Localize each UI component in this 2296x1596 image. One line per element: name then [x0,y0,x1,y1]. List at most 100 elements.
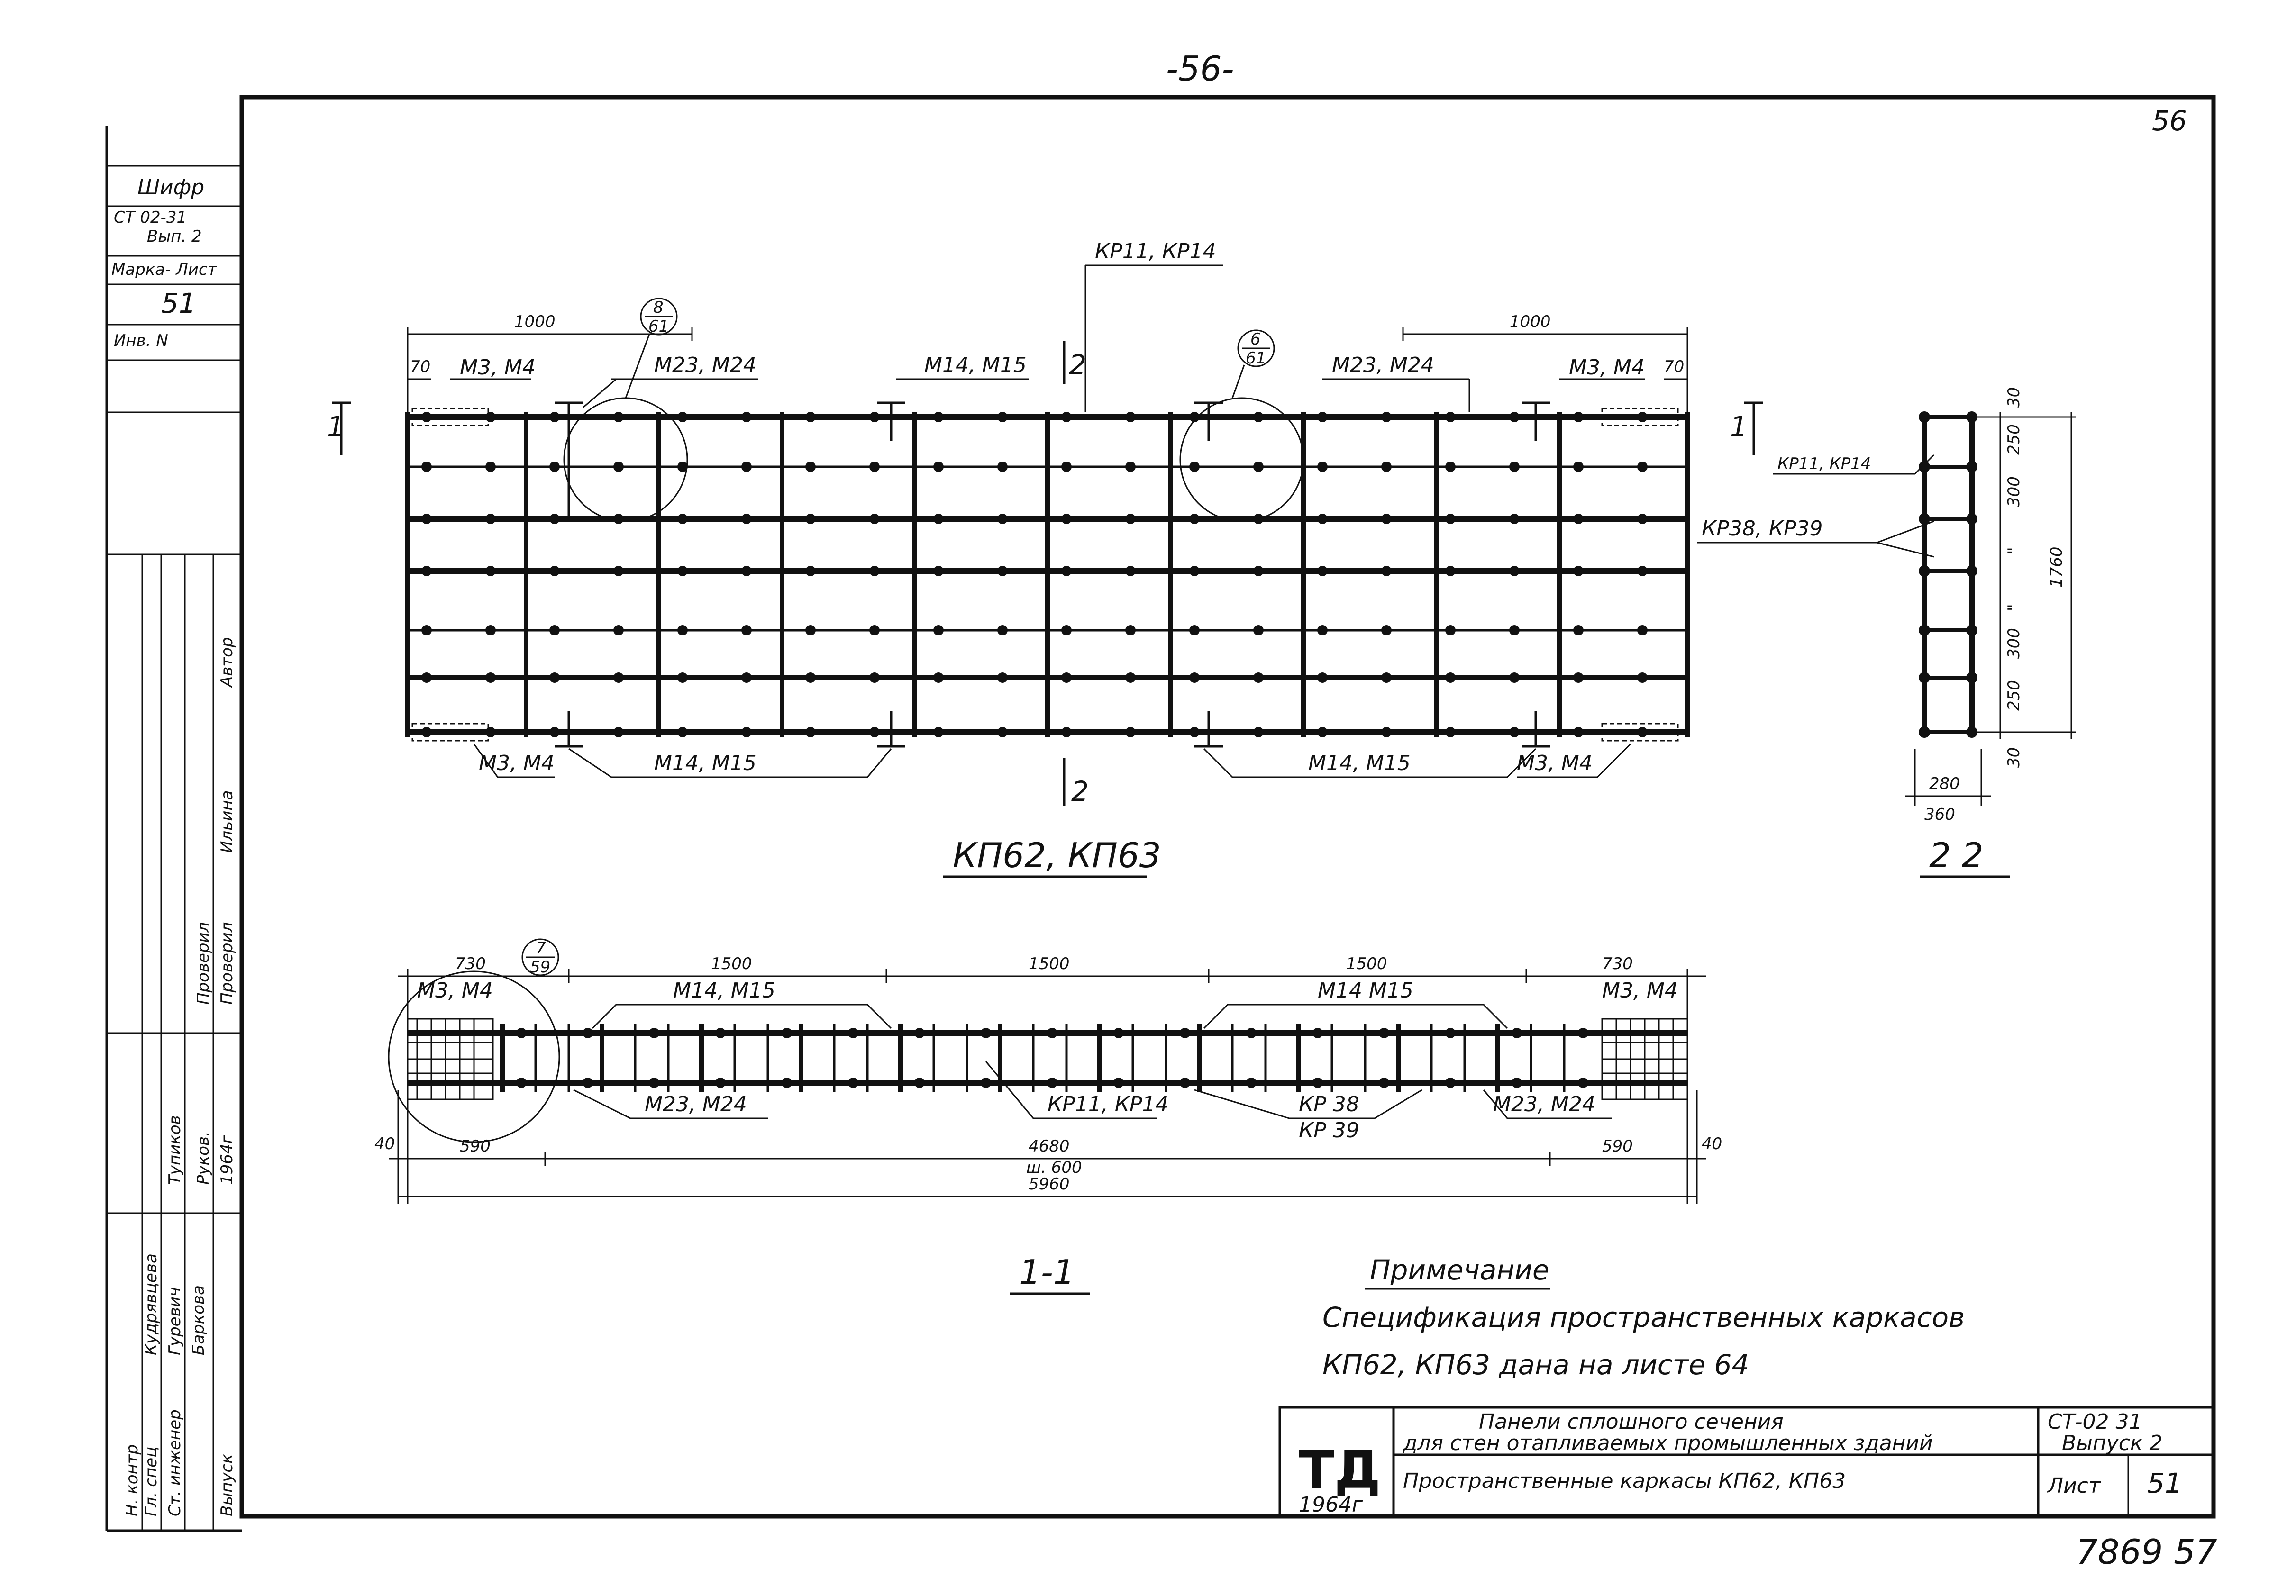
bar-node [1966,565,1977,577]
embed-plate-tl [411,408,489,426]
bar-node [677,462,688,472]
section-label-bottom: 2 [1071,775,1089,807]
bar-node [1381,672,1392,683]
bar-node [741,412,752,422]
t-embed-5 [555,711,583,748]
stamp-shifr-label: Шифр [137,175,204,200]
bar-node [1061,672,1072,683]
title-line-2: для стен отапливаемых промышленных здани… [1403,1431,1933,1455]
bar-node [1573,412,1584,422]
bar-node [848,1078,858,1088]
stamp-sheet-no: 51 [161,287,196,319]
label-m14m15-br: М14, М15 [1308,751,1411,775]
bar-node [1312,1028,1323,1038]
title-block: ТД 1964г Панели сплошного сечения для ст… [1278,1406,2215,1518]
sheet-frame [239,95,2216,1519]
stamp-name-2: Тупиков [165,1115,184,1185]
bar-node [677,412,688,422]
bar-node [933,412,944,422]
bar-node [869,566,880,576]
sec1-label-kr11: КР11, КР14 [1048,1092,1169,1116]
bar-node [1445,514,1456,524]
bar-node [1573,514,1584,524]
bar-node [1381,566,1392,576]
bar-node [485,672,496,683]
bar-node [914,1028,925,1038]
bar-node [549,625,560,635]
bar-node [1125,625,1136,635]
sec2-dim-total: 1760 [2047,546,2066,588]
bar-node [1512,1028,1522,1038]
bar-node [1919,411,1930,423]
bar-node [741,727,752,737]
sec1-dim-40-right: 40 [1702,1134,1722,1153]
bar-node [1637,727,1648,737]
bar-node [1125,672,1136,683]
embed-plate-bl [411,723,489,742]
bar-node [1317,672,1328,683]
bar-node [741,672,752,683]
stamp-name-4: Кудрявцева [142,1253,161,1355]
bar-node [583,1078,593,1088]
sec1-label-m14m15-r: М14 М15 [1318,979,1413,1003]
bar-node [997,672,1008,683]
sec1-dim-5960: 5960 [1029,1175,1070,1194]
bar-node [869,514,880,524]
bar-node [1125,727,1136,737]
sec2-dim-2: 250 [2004,424,2023,455]
bar-node [516,1078,527,1088]
bar-node [1509,727,1520,737]
stamp-role-7: Ст. инженер [165,1409,184,1516]
bar-node [1578,1078,1588,1088]
bar-node [1509,412,1520,422]
page-number-top: -56- [1166,49,1234,89]
bar-node [1381,727,1392,737]
plan-vertical-bars [405,412,1690,737]
stamp-name-5: Гуревич [165,1287,184,1355]
bar-node [1637,566,1648,576]
bar-node [1317,566,1328,576]
embed-plate-tr [1601,408,1679,426]
dim-70-right: 70 [1664,357,1684,376]
bar-node [1966,461,1977,472]
bar-node [1966,513,1977,525]
bar-node [1445,566,1456,576]
end-mesh-left [407,1018,494,1100]
stamp-name-1: Ильина [218,790,237,853]
dim-70-left: 70 [410,357,430,376]
sec1-dim-1500-3: 1500 [1346,954,1387,973]
bar-node [1189,566,1200,576]
bar-node [933,672,944,683]
bar-node [1047,1078,1057,1088]
callout-2-top: 6 [1250,330,1261,349]
title-line-1: Панели сплошного сечения [1479,1410,1784,1434]
sec1-dim-1500-1: 1500 [711,954,752,973]
bar-node [1189,412,1200,422]
bar-node [1637,462,1648,472]
bar-node [1919,461,1930,472]
bar-node [1509,672,1520,683]
note-block: Примечание Спецификация пространственных… [1322,1254,1965,1381]
label-kr-top: КР11, КР14 [1095,239,1216,263]
sec1-title: 1-1 [1019,1252,1075,1292]
bar-node [421,566,432,576]
bar-node [805,672,816,683]
section-2-rungs [1919,411,1977,738]
section-mark-right [1744,401,1763,455]
title-sheet-no: 51 [2147,1467,2182,1499]
bar-node [741,462,752,472]
bar-node [421,514,432,524]
bar-node [782,1078,792,1088]
sec1-dim-4680: 4680 [1029,1137,1070,1156]
bar-node [933,462,944,472]
sec2-dim-7: 250 [2004,680,2023,711]
bar-node [1180,1078,1190,1088]
sec2-dim-8: 30 [2004,747,2023,768]
sec1-dim-730-left: 730 [455,954,486,973]
bar-node [1381,412,1392,422]
sec1-callout [521,938,559,976]
title-series: СТ-02 31 [2048,1410,2142,1434]
dim-1000-left: 1000 [514,312,556,331]
bar-node [485,412,496,422]
bar-node [1061,412,1072,422]
